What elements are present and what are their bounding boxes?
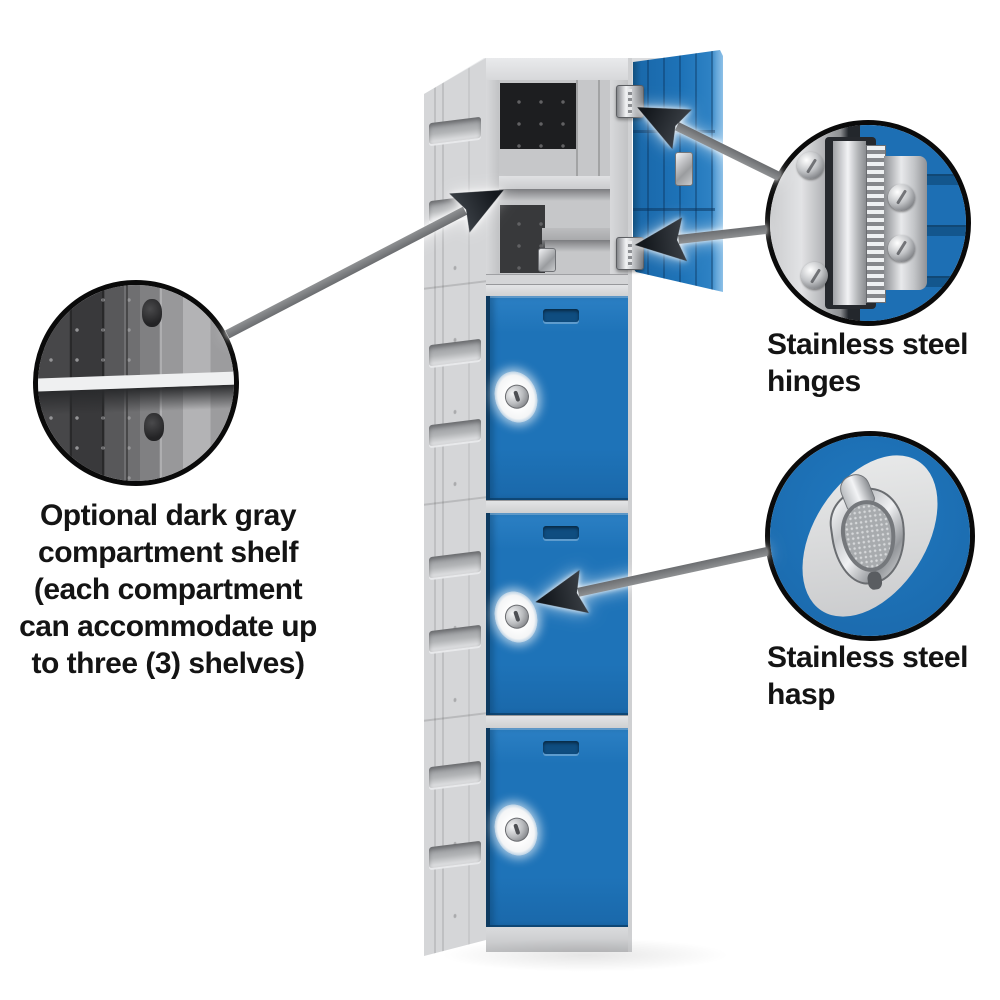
shelf-detail-scene — [38, 285, 234, 481]
hinge-detail-scene — [770, 125, 966, 321]
rivet-dots — [38, 285, 134, 373]
annotation-shelf-line: compartment shelf — [38, 536, 298, 569]
side-vent-slot — [429, 550, 481, 579]
rivet-dots — [38, 403, 134, 481]
hinge-screw — [887, 183, 915, 211]
lock-cylinder — [501, 814, 533, 845]
side-vent-slot — [429, 840, 481, 869]
locker-right-edge — [628, 58, 632, 952]
lock-glow — [487, 365, 545, 429]
compartment-divider — [576, 80, 578, 176]
side-vent-slot — [429, 116, 481, 145]
open-compartment — [486, 80, 632, 284]
compartment-lower-shelf-shadow — [542, 240, 612, 252]
open-door-seam — [633, 208, 715, 211]
lock-glow — [487, 585, 545, 649]
side-groove — [434, 60, 436, 956]
callout-hasp-detail — [765, 431, 975, 641]
hinge-screw — [797, 152, 825, 180]
compartment-shelf — [499, 176, 612, 189]
hasp-detail-scene — [770, 436, 970, 636]
annotation-shelf-line: can accommodate up — [19, 610, 317, 643]
hinge-top — [616, 85, 644, 118]
compartment-bottom-frame — [486, 274, 632, 284]
locker-side-texture — [424, 58, 486, 956]
callout-shelf-detail — [33, 280, 239, 486]
annotation-shelf-line: Optional dark gray — [39, 499, 297, 532]
hinge-screw — [801, 262, 829, 290]
hinge-leaf-left — [832, 140, 867, 306]
locker-door-4 — [486, 728, 632, 927]
side-groove — [468, 58, 470, 955]
annotation-hasp: Stainless steel hasp — [767, 639, 968, 713]
side-vent-slot — [429, 760, 481, 789]
side-vent-slot — [429, 338, 481, 367]
interior-latch — [538, 248, 556, 272]
interior-knob — [142, 299, 162, 327]
compartment-lower-shelf — [542, 228, 612, 241]
locker-front — [486, 58, 632, 952]
door-handle-slot — [543, 526, 579, 539]
door-handle-slot — [543, 741, 579, 754]
interior-knob — [144, 413, 164, 441]
locker-door-2 — [486, 296, 632, 500]
annotation-hinges-line: Stainless steel — [767, 328, 968, 361]
lock-glow — [487, 798, 545, 862]
door-handle-slot — [543, 309, 579, 322]
lock-cylinder — [501, 601, 533, 632]
compartment-divider — [598, 80, 600, 176]
compartment-dark-lower — [500, 205, 545, 273]
hinge-leaf-right — [883, 156, 927, 290]
annotation-hinges: Stainless steel hinges — [767, 326, 968, 400]
side-groove — [442, 59, 444, 956]
annotation-hasp-line: Stainless steel — [767, 641, 968, 674]
compartment-shelf-shadow — [499, 189, 612, 201]
annotation-shelf-line: (each compartment — [33, 573, 303, 606]
annotation-shelf-line: to three (3) shelves) — [31, 647, 305, 680]
compartment-dark-back — [500, 83, 576, 149]
floor-shadow — [440, 938, 730, 972]
side-vent-slot — [429, 624, 481, 653]
callout-hinge-detail — [765, 120, 971, 326]
annotation-hasp-line: hasp — [767, 678, 836, 711]
hinge-spring — [866, 144, 886, 304]
side-vent-slot — [429, 418, 481, 447]
annotation-shelf: Optional dark gray compartment shelf (ea… — [2, 497, 334, 682]
door-frame-left-post — [486, 80, 499, 284]
door-frame-right-post — [610, 80, 628, 284]
open-door-hasp — [675, 152, 693, 186]
locker-door-3 — [486, 513, 632, 715]
hasp-hardware — [825, 469, 912, 591]
locker-top-cap — [486, 58, 632, 81]
annotation-hinges-line: hinges — [767, 365, 861, 398]
hinge-bottom — [616, 237, 644, 270]
locker-base — [486, 927, 632, 952]
lock-cylinder — [501, 381, 533, 412]
hinge-screw — [887, 234, 915, 262]
